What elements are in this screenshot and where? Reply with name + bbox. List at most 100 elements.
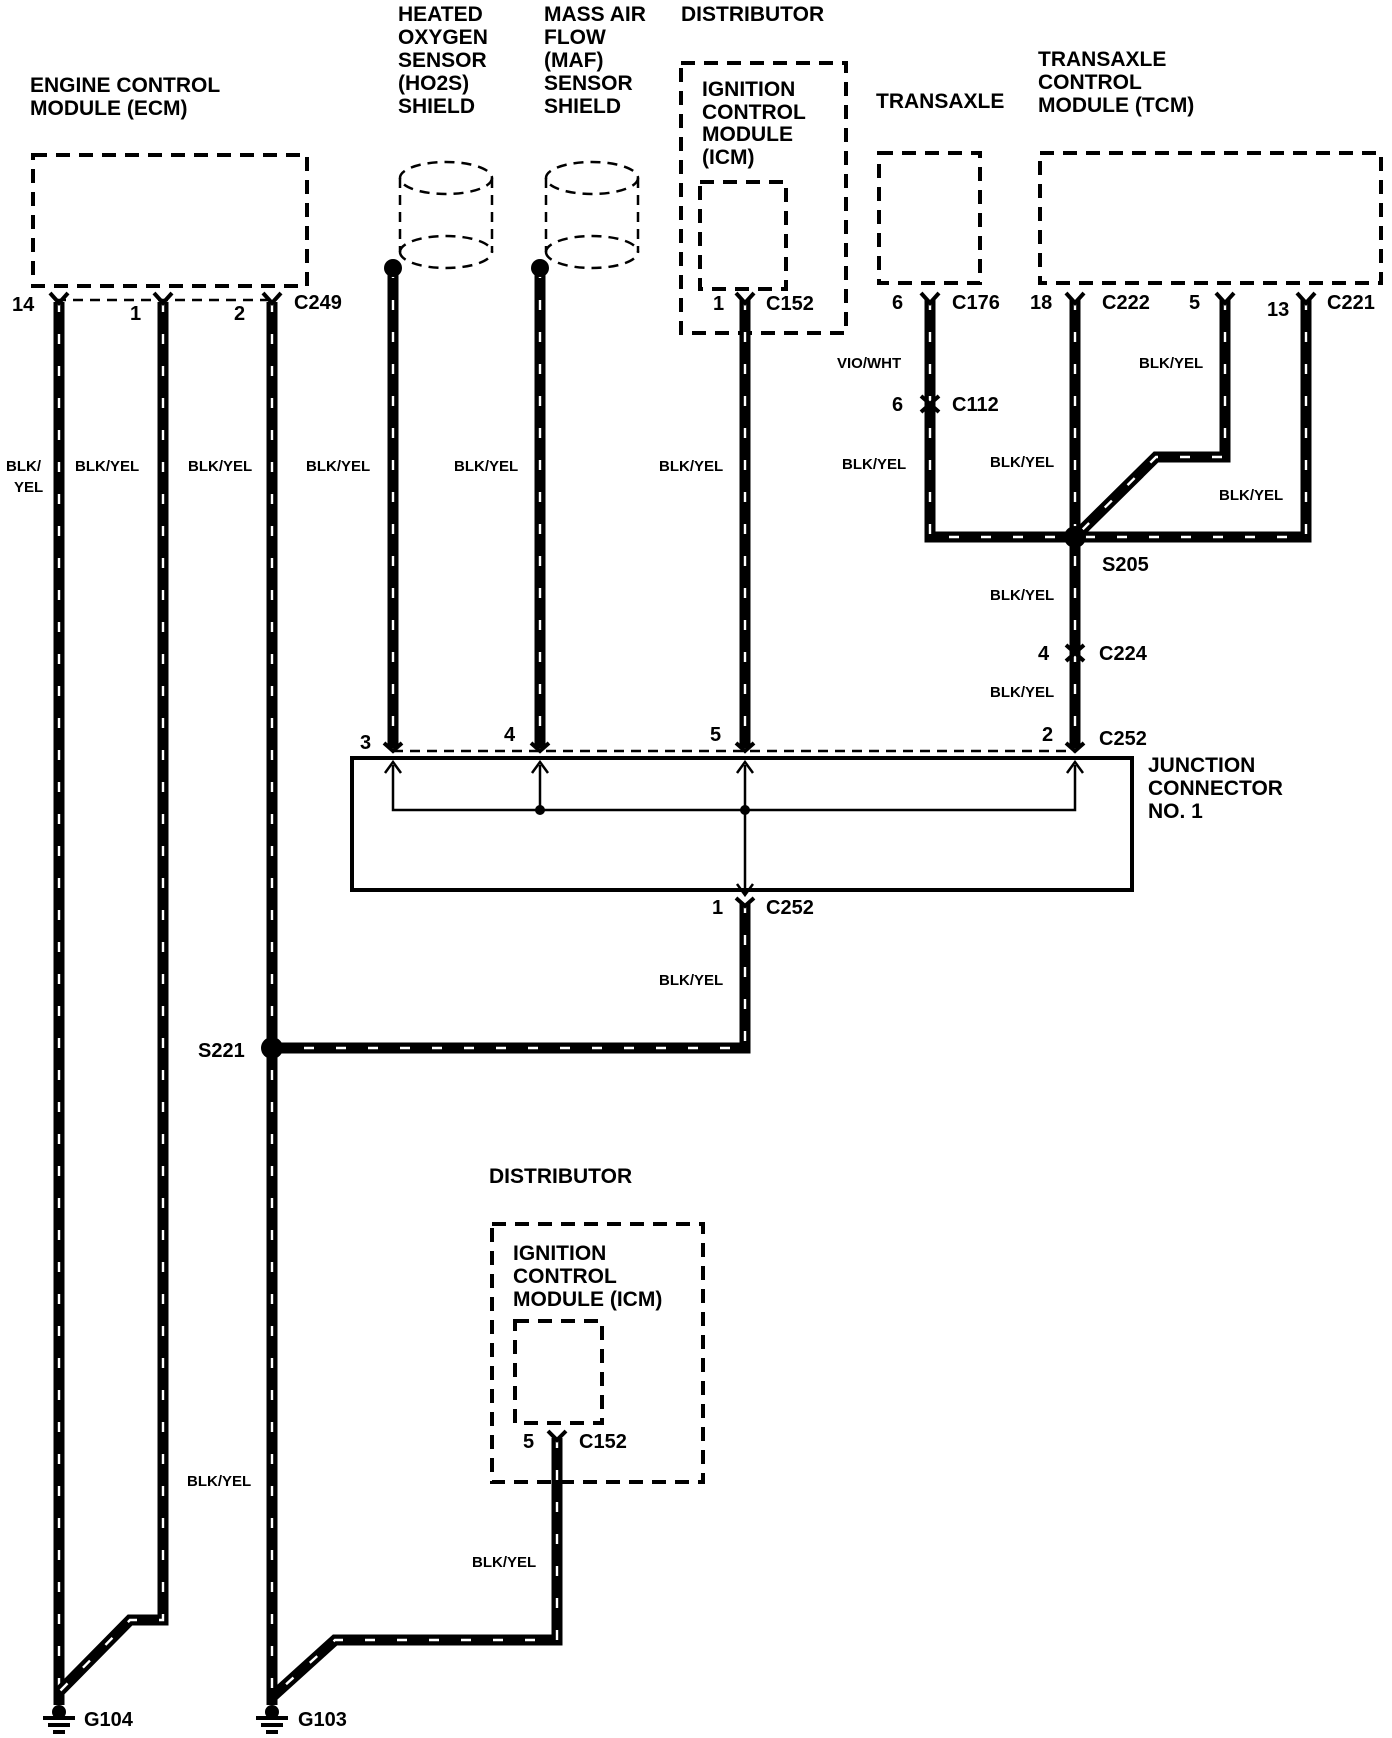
svg-text:BLK/YEL: BLK/YEL [990, 684, 1054, 701]
icm-bottom-box [513, 1319, 604, 1425]
distributor-top-box [679, 61, 848, 335]
svg-text:CONTROL: CONTROL [513, 1265, 617, 1288]
svg-text:BLK/YEL: BLK/YEL [306, 458, 370, 475]
svg-text:BLK/YEL: BLK/YEL [187, 1473, 251, 1490]
connector-terminals [48, 291, 1317, 1443]
svg-text:SHIELD: SHIELD [544, 95, 621, 118]
svg-text:MASS AIR: MASS AIR [544, 3, 646, 26]
ground-g103-icon [256, 1705, 288, 1734]
tcm-title: TRANSAXLE CONTROL MODULE (TCM) [1038, 48, 1194, 117]
splice-s221-dot [261, 1037, 283, 1059]
svg-text:CONTROL: CONTROL [702, 101, 806, 124]
pin-transaxle-6: 6 [892, 292, 903, 314]
svg-text:TRANSAXLE: TRANSAXLE [1038, 48, 1166, 71]
pin-jc-3: 3 [360, 732, 371, 754]
ground-g104-icon [43, 1705, 75, 1734]
pin-tcm-18: 18 [1030, 292, 1052, 314]
pin-tcm-13: 13 [1267, 299, 1289, 321]
svg-text:SENSOR: SENSOR [544, 72, 633, 95]
pin-jc-2: 2 [1042, 724, 1053, 746]
svg-text:JUNCTION: JUNCTION [1148, 754, 1255, 777]
connector-c249: C249 [294, 292, 342, 314]
connector-c252-top: C252 [1099, 728, 1147, 750]
svg-text:OXYGEN: OXYGEN [398, 26, 488, 49]
icm-top-box [698, 180, 788, 291]
svg-text:BLK/YEL: BLK/YEL [659, 458, 723, 475]
svg-text:HEATED: HEATED [398, 3, 483, 26]
wires [53, 268, 1312, 1705]
svg-text:FLOW: FLOW [544, 26, 606, 49]
wire-s221-jc1 [272, 903, 751, 1054]
pin-jc-4: 4 [504, 724, 516, 746]
pin-icm-bottom-5: 5 [523, 1431, 534, 1453]
svg-text:MODULE (ICM): MODULE (ICM) [513, 1288, 662, 1311]
svg-text:SHIELD: SHIELD [398, 95, 475, 118]
connector-c176: C176 [952, 292, 1000, 314]
icm-bottom-title: IGNITION CONTROL MODULE (ICM) [513, 1242, 662, 1311]
connector-c152-top: C152 [766, 293, 814, 315]
svg-text:BLK/YEL: BLK/YEL [454, 458, 518, 475]
svg-text:BLK/YEL: BLK/YEL [472, 1554, 536, 1571]
svg-text:SENSOR: SENSOR [398, 49, 487, 72]
maf-shield-icon [544, 160, 640, 270]
splice-s205: S205 [1102, 554, 1149, 576]
pin-ecm-14: 14 [12, 294, 35, 316]
svg-text:ENGINE CONTROL: ENGINE CONTROL [30, 74, 220, 97]
pin-c224-4: 4 [1038, 643, 1050, 665]
ground-g103: G103 [298, 1709, 347, 1731]
splice-s205-dot [1064, 526, 1086, 548]
ecm-box [31, 153, 309, 288]
svg-text:IGNITION: IGNITION [513, 1242, 606, 1265]
ground-g104: G104 [84, 1709, 134, 1731]
connector-c222: C222 [1102, 292, 1150, 314]
connector-c152-bottom: C152 [579, 1431, 627, 1453]
svg-text:NO. 1: NO. 1 [1148, 800, 1203, 823]
pin-tcm-5: 5 [1189, 292, 1200, 314]
svg-text:(MAF): (MAF) [544, 49, 603, 72]
transaxle-box [877, 151, 982, 285]
pin-c112-6: 6 [892, 394, 903, 416]
svg-text:BLK/YEL: BLK/YEL [990, 454, 1054, 471]
wire-labels: BLK/ YEL BLK/YEL BLK/YEL BLK/YEL BLK/YEL… [6, 355, 1283, 1571]
maf-shield-drain-dot [531, 259, 549, 277]
svg-text:BLK/YEL: BLK/YEL [1139, 355, 1203, 372]
ho2s-shield-drain-dot [384, 259, 402, 277]
junction-connector-box [350, 756, 1134, 892]
wire-tcm5-s205 [1076, 300, 1231, 536]
junction-bus [383, 759, 1085, 898]
pin-ecm-2: 2 [234, 303, 245, 325]
svg-text:MODULE (ECM): MODULE (ECM) [30, 97, 187, 120]
svg-text:BLK/YEL: BLK/YEL [1219, 487, 1283, 504]
svg-text:IGNITION: IGNITION [702, 78, 795, 101]
svg-text:BLK/YEL: BLK/YEL [75, 458, 139, 475]
junction-connector-title: JUNCTION CONNECTOR NO. 1 [1148, 754, 1283, 823]
maf-shield-title: MASS AIR FLOW (MAF) SENSOR SHIELD [544, 3, 646, 118]
svg-text:VIO/WHT: VIO/WHT [837, 355, 901, 372]
tcm-box [1038, 151, 1383, 285]
connector-c224: C224 [1099, 643, 1148, 665]
pin-jc-1: 1 [712, 897, 723, 919]
svg-text:BLK/YEL: BLK/YEL [990, 587, 1054, 604]
ecm-title: ENGINE CONTROL MODULE (ECM) [30, 74, 220, 120]
svg-text:CONTROL: CONTROL [1038, 71, 1142, 94]
svg-text:CONNECTOR: CONNECTOR [1148, 777, 1283, 800]
pin-jc-5: 5 [710, 724, 721, 746]
splice-s221: S221 [198, 1040, 245, 1062]
distributor-top-title: DISTRIBUTOR [681, 3, 824, 26]
pin-icm-1: 1 [713, 293, 724, 315]
svg-text:BLK/: BLK/ [6, 458, 42, 475]
svg-text:(HO2S): (HO2S) [398, 72, 469, 95]
svg-text:(ICM): (ICM) [702, 146, 754, 169]
svg-text:YEL: YEL [14, 479, 43, 496]
pin-ecm-1: 1 [130, 303, 141, 325]
wire-ecm1-g104 [55, 302, 169, 1696]
distributor-bottom-box [490, 1222, 705, 1484]
connector-c252-bottom: C252 [766, 897, 814, 919]
wire-transaxle-s205 [924, 300, 1075, 543]
ho2s-shield-title: HEATED OXYGEN SENSOR (HO2S) SHIELD [398, 3, 488, 118]
svg-text:MODULE (TCM): MODULE (TCM) [1038, 94, 1194, 117]
ho2s-shield-icon [398, 160, 494, 270]
svg-text:MODULE: MODULE [702, 123, 793, 146]
svg-text:BLK/YEL: BLK/YEL [659, 972, 723, 989]
